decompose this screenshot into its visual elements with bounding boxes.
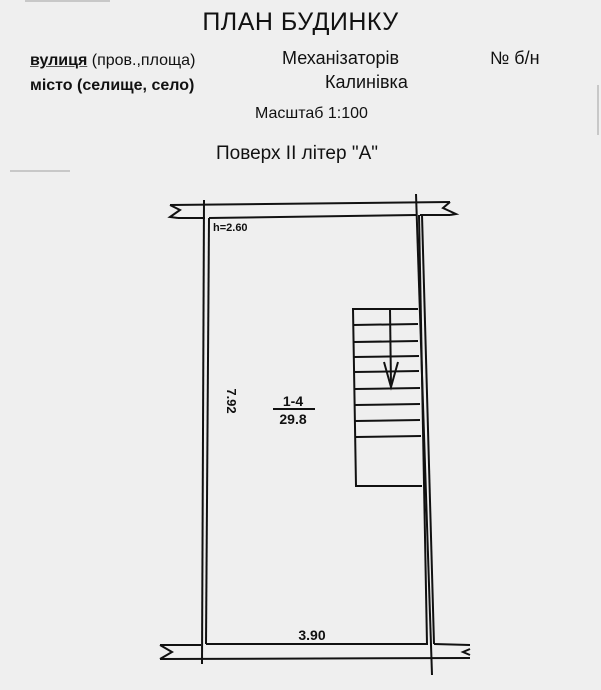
- street-value: Механізаторів: [282, 48, 400, 68]
- document-title: ПЛАН БУДИНКУ: [202, 8, 399, 36]
- house-number: № б/н: [490, 48, 540, 68]
- bottom-length: 3.90: [298, 627, 325, 643]
- side-length: 7.92: [224, 388, 239, 413]
- left-wall: [201, 199, 210, 665]
- bottom-wall: [159, 643, 471, 660]
- ceiling-height: h=2.60: [213, 222, 248, 234]
- room-area: 29.8: [279, 411, 306, 427]
- city-label: місто (селище, село): [30, 77, 195, 94]
- street-label-main: вулиця: [30, 52, 88, 69]
- floor-label: Поверх ІІ літер "А": [216, 143, 379, 164]
- city-value: Калинівка: [325, 72, 408, 92]
- street-label: вулиця (пров.,площа): [30, 52, 195, 70]
- scan-artifacts: [10, 0, 599, 172]
- scale-label: Масштаб 1:100: [255, 105, 368, 122]
- right-wall: [415, 193, 435, 676]
- staircase: [351, 308, 422, 487]
- stair-direction-arrow-icon: [383, 361, 399, 391]
- room-number: 1-4: [283, 393, 303, 409]
- top-wall: [167, 201, 460, 219]
- street-label-rest: (пров.,площа): [87, 52, 196, 69]
